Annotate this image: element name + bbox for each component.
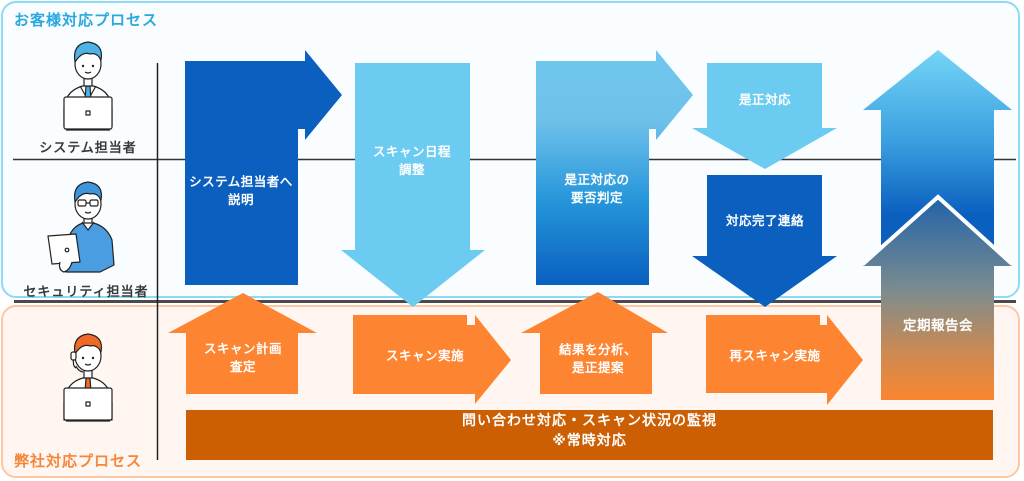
arrow-analysis-proposal: [521, 292, 668, 394]
customer-process-title: お客様対応プロセス: [14, 11, 159, 29]
step-label-line: スキャン実施: [385, 348, 465, 363]
step-label-analysis-proposal: 結果を分析、 是正提案: [559, 341, 637, 377]
arrow-regular-report-outline: [861, 194, 1014, 266]
arrow-explain-to-system-admin: [185, 50, 342, 285]
person-headset-icon: [63, 333, 113, 422]
customer-process-panel: [1, 1, 1020, 298]
monitoring-line: 問い合わせ対応・スキャン状況の監視: [462, 413, 717, 429]
arrow-remediation: [692, 63, 837, 169]
arrow-rescan: [706, 315, 863, 405]
role-label-system-admin: システム担当者: [39, 141, 137, 156]
step-label-remediation: 是正対応: [739, 91, 791, 109]
step-label-line: 結果を分析、: [558, 342, 638, 357]
step-label-line: システム担当者へ: [189, 174, 293, 189]
step-label-regular-report: 定期報告会: [903, 317, 973, 335]
arrow-regular-report-lower: [863, 199, 1012, 400]
step-label-line: 是正対応: [738, 92, 792, 107]
step-label-line: 調整: [398, 162, 426, 177]
step-label-rescan: 再スキャン実施: [729, 347, 820, 365]
step-label-line: 是正提案: [571, 360, 625, 375]
step-label-line: 説明: [227, 192, 255, 207]
company-process-title: 弊社対応プロセス: [14, 452, 143, 470]
person-tablet-icon: [47, 181, 115, 273]
step-label-line: 定期報告会: [903, 318, 973, 334]
monitoring-bar: [186, 410, 993, 460]
arrow-scan-schedule: [341, 63, 485, 307]
person-laptop-icon: [63, 41, 113, 131]
step-label-line: スキャン計画: [203, 341, 283, 356]
arrow-scan-execution: [353, 315, 511, 404]
step-label-explain-to-system-admin: システム担当者へ 説明: [189, 173, 293, 209]
monitoring-bar-text: 問い合わせ対応・スキャン状況の監視 ※常時対応: [186, 411, 993, 451]
arrow-scan-plan: [168, 293, 317, 394]
arrow-completion-notice: [692, 175, 837, 307]
arrow-remediation-decision: [536, 50, 693, 285]
role-label-security-admin: セキュリティ担当者: [23, 285, 149, 300]
step-label-scan-plan: スキャン計画 査定: [204, 340, 282, 376]
step-label-line: 査定: [229, 359, 257, 374]
step-label-line: 対応完了連絡: [725, 213, 805, 228]
step-label-line: スキャン日程: [372, 144, 452, 159]
step-label-scan-execution: スキャン実施: [386, 347, 464, 365]
step-label-remediation-decision: 是正対応の 要否判定: [564, 171, 629, 207]
step-label-line: 再スキャン実施: [729, 348, 821, 363]
step-label-completion-notice: 対応完了連絡: [726, 212, 804, 230]
step-label-line: 要否判定: [570, 190, 624, 205]
step-label-line: 是正対応の: [564, 172, 630, 187]
step-label-scan-schedule: スキャン日程 調整: [373, 143, 451, 179]
monitoring-line: ※常時対応: [552, 433, 627, 449]
